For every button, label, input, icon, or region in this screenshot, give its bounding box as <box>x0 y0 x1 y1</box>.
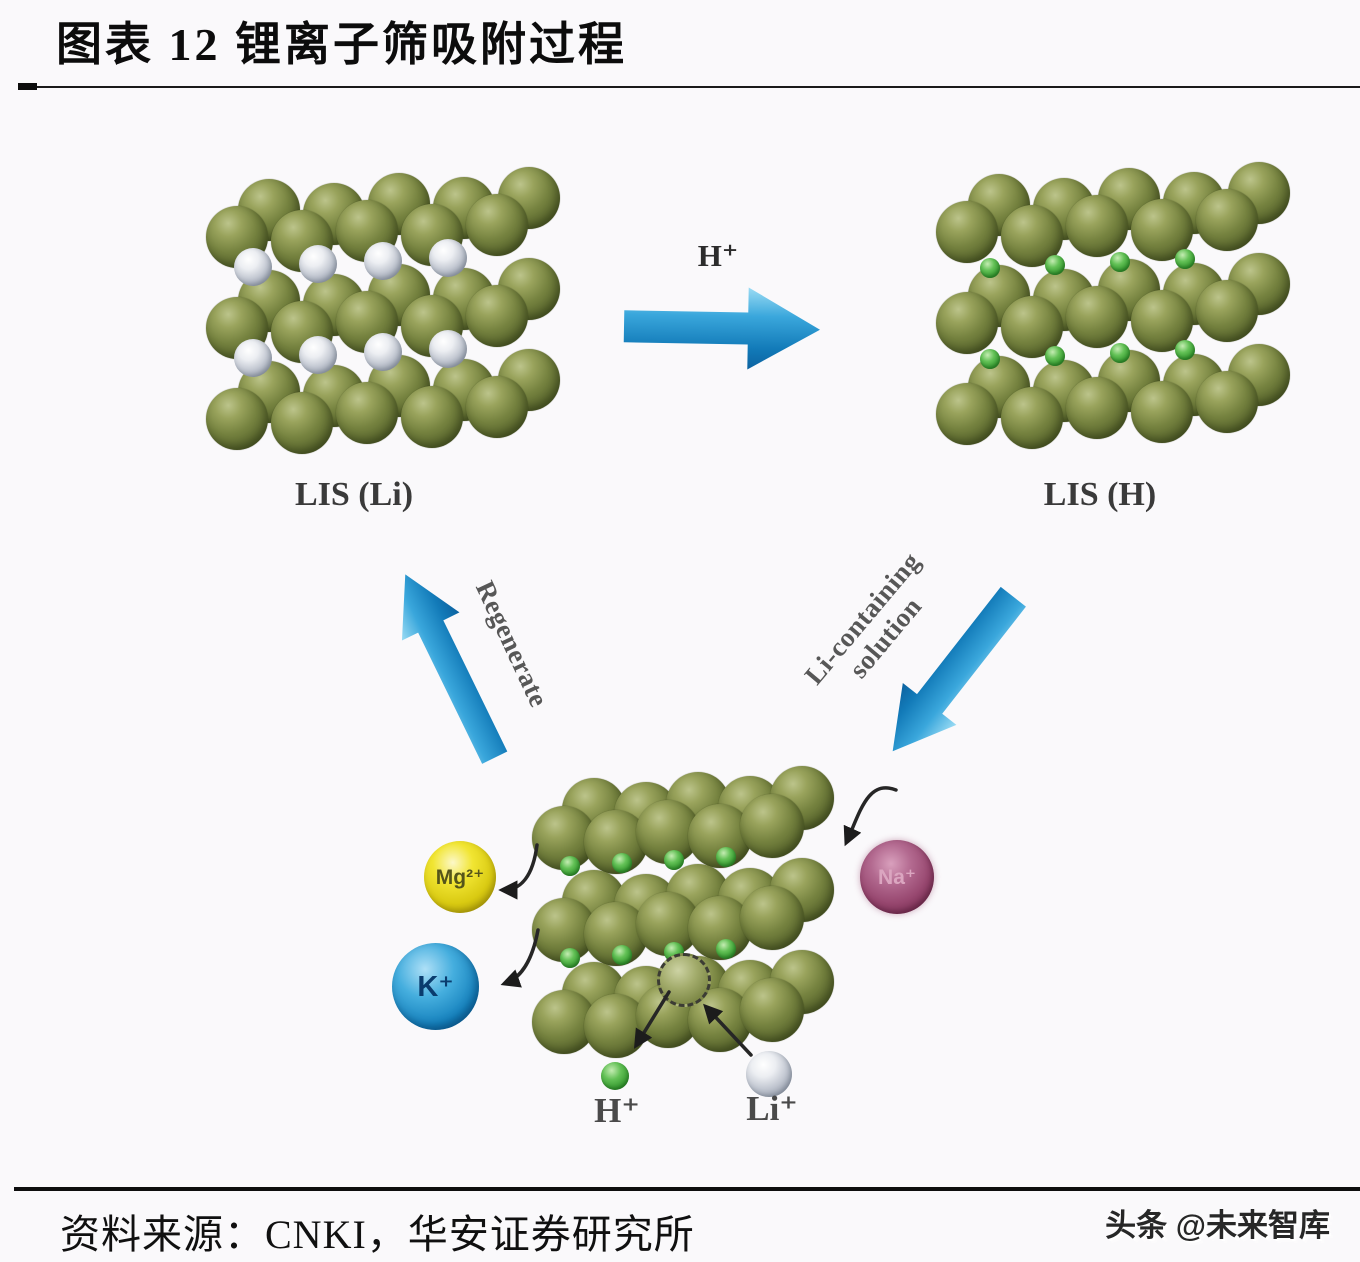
small-green-sphere <box>716 939 736 959</box>
source-line: 资料来源：CNKI，华安证券研究所 <box>60 1212 695 1257</box>
silver-li-sphere <box>234 339 272 377</box>
title-divider-tick <box>18 83 37 90</box>
olive-sphere <box>1196 189 1258 251</box>
lis-h-caption: LIS (H) <box>1043 476 1157 513</box>
na-ion-label: Na⁺ <box>878 865 916 889</box>
silver-li-sphere <box>429 239 467 277</box>
to-mg-arrow <box>498 843 539 900</box>
small-green-sphere <box>1045 346 1065 366</box>
olive-sphere <box>401 386 463 448</box>
olive-sphere <box>271 392 333 454</box>
silver-li-sphere <box>299 245 337 283</box>
silver-li-sphere <box>234 248 272 286</box>
na-ion-sphere: Na⁺ <box>860 840 934 914</box>
li-ion-sphere <box>746 1051 792 1097</box>
small-green-sphere <box>560 948 580 968</box>
silver-li-sphere <box>299 336 337 374</box>
regenerate-caption: Regenerate <box>469 576 555 712</box>
watermark: 头条 @未来智库 <box>1105 1208 1330 1243</box>
footer-divider <box>14 1187 1360 1191</box>
silver-li-sphere <box>429 330 467 368</box>
small-green-sphere <box>1110 343 1130 363</box>
k-ion-label: K⁺ <box>417 971 454 1003</box>
blue-process-arrows <box>401 287 1026 764</box>
small-green-sphere <box>664 850 684 870</box>
small-green-sphere <box>1045 255 1065 275</box>
olive-sphere <box>740 978 804 1042</box>
olive-sphere <box>936 201 998 263</box>
olive-sphere <box>206 388 268 450</box>
olive-sphere <box>1196 280 1258 342</box>
small-green-sphere <box>1175 249 1195 269</box>
h-ion-caption: H⁺ <box>594 1091 640 1130</box>
h-plus-arrow <box>623 287 820 370</box>
olive-sphere <box>936 383 998 445</box>
small-green-sphere <box>612 945 632 965</box>
olive-sphere <box>1066 286 1128 348</box>
k-ion-sphere: K⁺ <box>392 943 479 1030</box>
h-ion-sphere <box>601 1062 629 1090</box>
olive-sphere <box>1066 195 1128 257</box>
silver-li-sphere <box>364 333 402 371</box>
olive-sphere <box>1131 381 1193 443</box>
silver-li-sphere <box>364 242 402 280</box>
small-green-sphere <box>612 853 632 873</box>
olive-sphere <box>1066 377 1128 439</box>
olive-sphere <box>936 292 998 354</box>
small-green-sphere <box>1110 252 1130 272</box>
small-green-sphere <box>560 856 580 876</box>
title-divider <box>20 86 1360 88</box>
mg-ion-label: Mg²⁺ <box>435 865 485 889</box>
small-green-sphere <box>716 847 736 867</box>
li-ion-caption: Li⁺ <box>746 1089 798 1128</box>
olive-sphere <box>740 886 804 950</box>
li-solution-caption: Li-containing solution <box>799 546 950 709</box>
vacancy-sphere-dashed <box>657 953 711 1007</box>
olive-sphere <box>336 382 398 444</box>
h-plus-arrow-caption: H⁺ <box>697 238 739 273</box>
olive-sphere <box>1001 387 1063 449</box>
small-green-sphere <box>980 258 1000 278</box>
olive-sphere <box>740 794 804 858</box>
mg-ion-sphere: Mg²⁺ <box>424 841 496 913</box>
olive-sphere <box>466 376 528 438</box>
olive-sphere <box>466 285 528 347</box>
olive-sphere <box>1196 371 1258 433</box>
small-green-sphere <box>980 349 1000 369</box>
olive-sphere <box>466 194 528 256</box>
small-green-sphere <box>1175 340 1195 360</box>
lis-li-caption: LIS (Li) <box>294 476 414 513</box>
figure-title: 图表 12 锂离子筛吸附过程 <box>56 19 627 70</box>
to-na-arrow <box>843 786 898 847</box>
